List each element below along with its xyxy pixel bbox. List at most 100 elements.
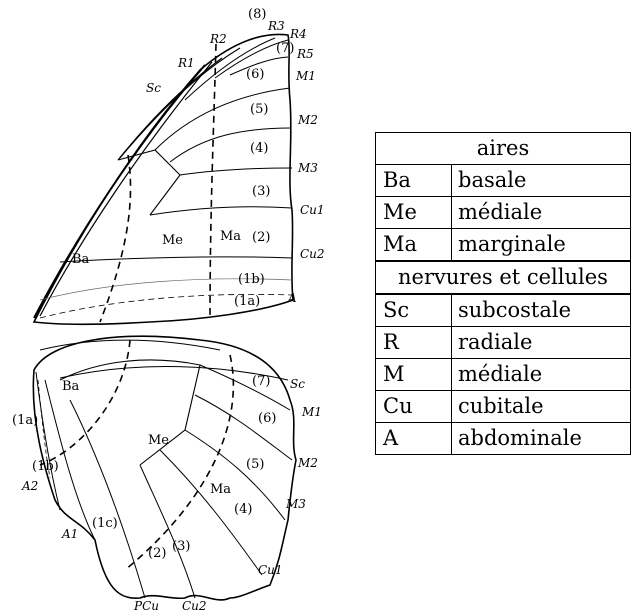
legend-name: basale — [451, 164, 631, 197]
label-area-ma: Ma — [220, 229, 241, 244]
label-sc: Sc — [146, 81, 161, 95]
legend-table: aires Ba basale Me médiale Ma marginale … — [375, 132, 631, 455]
legend-row: Ma marginale — [375, 228, 631, 262]
forewing-costa-stroke — [33, 64, 206, 319]
legend-row: Ba basale — [375, 164, 631, 197]
label-h-area-ma: Ma — [210, 482, 231, 497]
forewing-median-boundary — [209, 43, 217, 319]
legend-row: Cu cubitale — [375, 390, 631, 423]
label-cu2: Cu2 — [300, 247, 325, 261]
legend-abbr: Sc — [375, 293, 452, 327]
legend-areas-header-row: aires — [375, 132, 631, 165]
label-m2: M2 — [297, 113, 318, 127]
label-h-sc: Sc — [290, 377, 305, 391]
label-h-cu2: Cu2 — [182, 599, 207, 613]
label-cell-7: (7) — [276, 41, 294, 56]
label-h-m1: M1 — [301, 405, 322, 419]
legend-abbr: M — [375, 358, 452, 391]
label-cell-1b: (1b) — [238, 272, 265, 287]
legend-row: Me médiale — [375, 196, 631, 229]
label-a: A — [287, 291, 297, 305]
legend-name: subcostale — [451, 293, 631, 327]
hindwing-abdominal-fold — [35, 371, 61, 511]
label-cell-3: (3) — [252, 184, 270, 199]
legend-row: M médiale — [375, 358, 631, 391]
vein-cu1-line — [149, 206, 293, 216]
legend-abbr: Cu — [375, 390, 452, 423]
label-r5: R5 — [296, 47, 314, 61]
wing-diagram: Sc R1 R2 (8) R3 R4 (7) R5 M1 M2 M3 Cu1 C… — [12, 7, 325, 613]
hvein-m2-line — [194, 394, 293, 461]
legend-row: A abdominale — [375, 422, 631, 455]
label-m1: M1 — [295, 69, 316, 83]
hvein-m1-line — [199, 364, 291, 411]
hvein-a1-line — [44, 379, 96, 541]
hvein-pcu-line — [69, 399, 146, 599]
label-h-cell-4: (4) — [234, 502, 252, 517]
forewing-basal-boundary — [99, 154, 132, 323]
legend-abbr: Ba — [375, 164, 452, 197]
legend-abbr: Me — [375, 196, 452, 229]
legend-veins-header: nervures et cellules — [375, 260, 631, 295]
label-h-cell-1a: (1a) — [12, 413, 38, 428]
hindwing-discal-cell — [59, 359, 201, 466]
label-r2: R2 — [209, 32, 227, 46]
label-h-cell-6: (6) — [258, 411, 276, 426]
label-h-cell-2: (2) — [148, 546, 166, 561]
legend-name: médiale — [451, 196, 631, 229]
legend-areas-header: aires — [375, 132, 631, 165]
vein-cu2-line — [59, 256, 293, 263]
vein-m2-line — [169, 127, 292, 163]
hvein-m3-line — [184, 429, 286, 521]
vein-r5-line — [229, 56, 289, 76]
label-area-me: Me — [162, 233, 183, 248]
vein-r2-line — [119, 47, 241, 159]
vein-r1-line — [117, 57, 223, 161]
legend-veins-header-row: nervures et cellules — [375, 260, 631, 295]
vein-r4-line — [214, 39, 289, 79]
legend-name: médiale — [451, 358, 631, 391]
label-h-cell-1c: (1c) — [92, 516, 118, 531]
hvein-cu1-line — [159, 449, 263, 576]
forewing — [32, 33, 294, 326]
legend-row: Sc subcostale — [375, 293, 631, 327]
legend-row: R radiale — [375, 326, 631, 359]
label-h-a2: A2 — [21, 479, 38, 493]
vein-1b-line — [39, 278, 293, 301]
label-m3: M3 — [297, 161, 318, 175]
forewing-discal-cell — [117, 149, 181, 216]
hvein-cu2-line — [139, 464, 196, 599]
label-cell-6: (6) — [246, 67, 264, 82]
vein-sc-line — [39, 61, 213, 317]
vein-m1-line — [154, 87, 291, 151]
vein-m3-line — [179, 167, 293, 176]
label-h-cell-1b: (1b) — [32, 459, 59, 474]
hindwing-median-boundary — [124, 354, 235, 571]
forewing-labels: Sc R1 R2 (8) R3 R4 (7) R5 M1 M2 M3 Cu1 C… — [72, 7, 325, 309]
hindwing-basal-boundary — [39, 339, 131, 466]
hindwing-labels: Sc M1 M2 M3 Cu1 Cu2 PCu A1 A2 (7) (6) (5… — [12, 374, 322, 613]
hvein-sc-line — [59, 365, 289, 381]
legend-abbr: R — [375, 326, 452, 359]
label-cell-4: (4) — [250, 141, 268, 156]
legend-name: cubitale — [451, 390, 631, 423]
label-h-cell-5: (5) — [246, 457, 264, 472]
legend-abbr: Ma — [375, 228, 452, 262]
legend-abbr: A — [375, 422, 452, 455]
vein-r3-line — [184, 37, 276, 101]
label-h-cu1: Cu1 — [258, 563, 283, 577]
legend-name: abdominale — [451, 422, 631, 455]
label-h-pcu: PCu — [133, 599, 159, 613]
hindwing-outline — [32, 335, 297, 601]
legend-name: marginale — [451, 228, 631, 262]
label-cu1: Cu1 — [300, 203, 325, 217]
label-h-a1: A1 — [61, 527, 78, 541]
hindwing-costa-inner — [39, 339, 221, 351]
label-area-ba: Ba — [72, 252, 90, 267]
label-h-m3: M3 — [285, 497, 306, 511]
label-cell-5: (5) — [250, 102, 268, 117]
label-r1: R1 — [177, 56, 195, 70]
label-h-cell-3: (3) — [172, 539, 190, 554]
hindwing — [32, 335, 297, 601]
label-r3: R3 — [267, 19, 285, 33]
